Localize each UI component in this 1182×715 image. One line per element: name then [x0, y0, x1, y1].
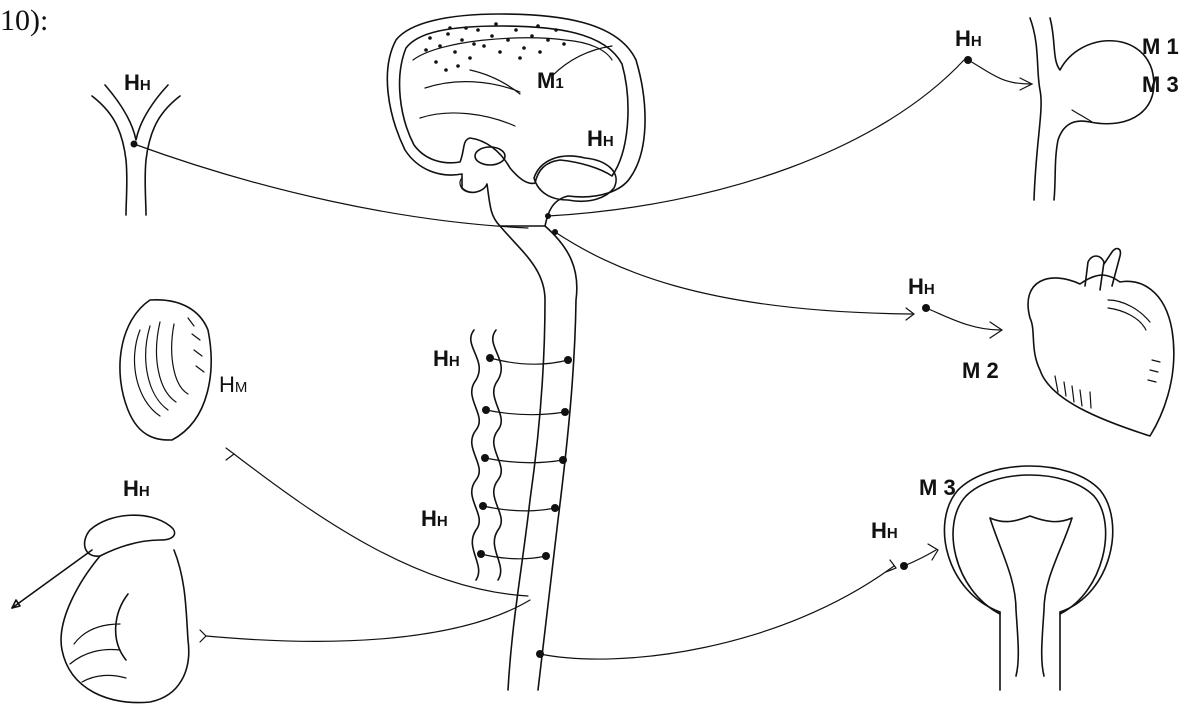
heart: М 2 НН	[908, 249, 1174, 436]
nerve-heart	[555, 232, 912, 314]
label-m2-heart: М 2	[962, 358, 999, 383]
label-m1-stomach: М 1	[1142, 34, 1179, 59]
uterus: М 3 НН	[871, 466, 1113, 690]
label-nn-stomach: НН	[955, 26, 982, 51]
brain: М1 НН	[387, 14, 645, 226]
nerve-kidney	[206, 600, 530, 641]
stomach: М 1 М 3 НН	[955, 18, 1179, 200]
nerve-vessel	[134, 144, 528, 228]
sympathetic-ganglion-chain: НН НН	[421, 330, 572, 580]
nerve-uterus	[540, 566, 894, 659]
label-m1-brain: М1	[537, 68, 564, 93]
vessel-organ: НН	[92, 70, 180, 215]
nerve-muscle	[234, 454, 528, 596]
label-m3-stomach: М 3	[1142, 72, 1179, 97]
label-nn-ganglia-bottom: НН	[421, 506, 448, 531]
label-m3-uterus: М 3	[919, 475, 956, 500]
label-nn-brain: НН	[587, 126, 614, 151]
label-nn-heart: НН	[908, 274, 935, 299]
heading-fragment: 10):	[0, 4, 48, 37]
label-nn-uterus: НН	[871, 518, 898, 543]
label-nn-ganglia-top: НН	[433, 346, 460, 371]
label-nn-vessel: НН	[124, 70, 151, 95]
kidney: НН	[12, 476, 189, 703]
ciliary-muscle-organ: НМ	[120, 300, 247, 440]
label-nm-muscle: НМ	[219, 372, 247, 397]
label-nn-kidney: НН	[123, 476, 150, 501]
